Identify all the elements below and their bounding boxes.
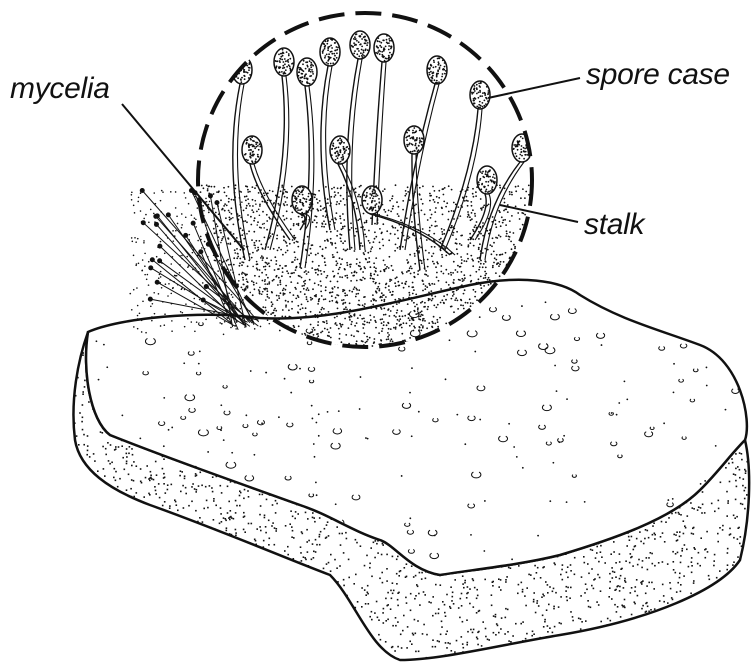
label-spore-case: spore case <box>586 60 730 90</box>
mycelia-leader-line <box>122 104 244 250</box>
bread-slice <box>70 280 753 667</box>
label-mycelia: mycelia <box>10 74 110 104</box>
label-stalk: stalk <box>584 210 644 240</box>
stalk-leader-line <box>500 205 578 222</box>
mold-stalks <box>232 31 532 270</box>
